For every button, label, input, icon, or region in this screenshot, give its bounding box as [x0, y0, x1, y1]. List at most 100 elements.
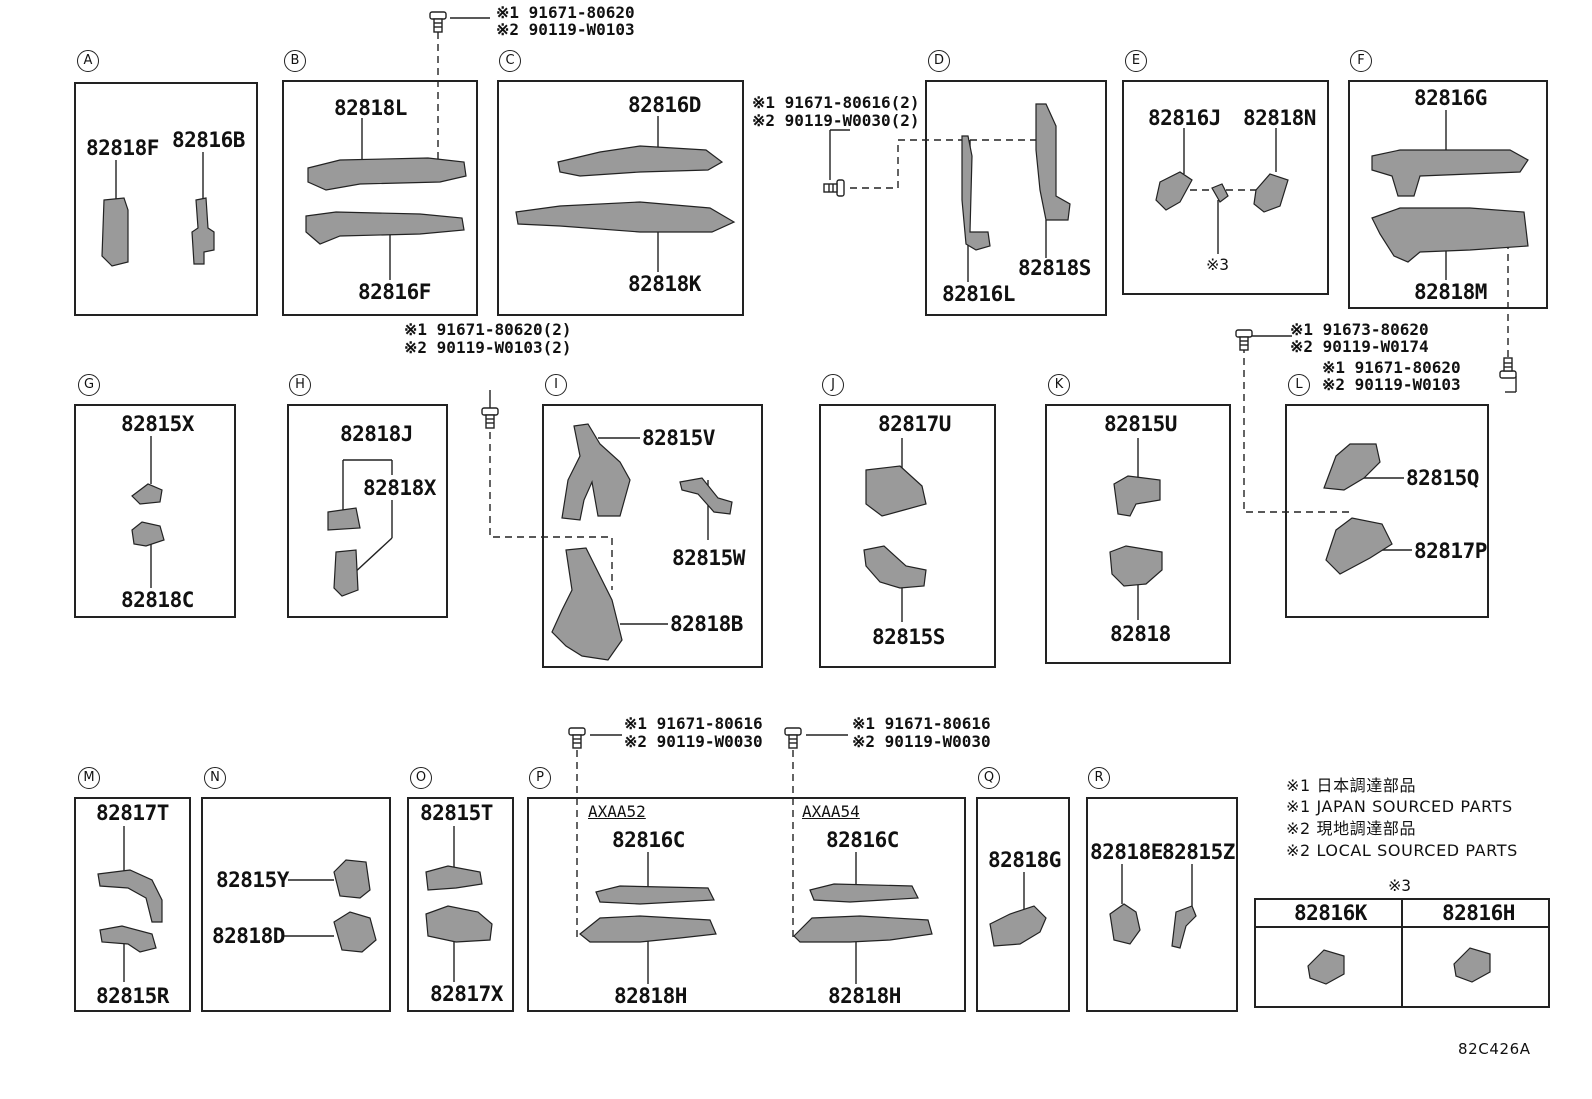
- legend-line: ※2 現地調達部品: [1286, 819, 1417, 838]
- section-box-r: [1086, 797, 1238, 1012]
- section-box-p: [527, 797, 966, 1012]
- note-3-part-label: 82816K: [1294, 901, 1367, 925]
- part-label: 82818D: [212, 924, 285, 948]
- section-box-d: [925, 80, 1107, 316]
- bolt-note: ※2 90119-W0103(2): [404, 338, 572, 357]
- section-box-m: [74, 797, 191, 1012]
- part-label: 82818G: [988, 848, 1061, 872]
- part-label: 82818X: [363, 476, 436, 500]
- part-label: 82816F: [358, 280, 431, 304]
- section-label-l: L: [1288, 374, 1310, 396]
- part-label: 82815W: [672, 546, 745, 570]
- part-label: 82817U: [878, 412, 951, 436]
- part-label: 82818F: [86, 136, 159, 160]
- section-box-b: [282, 80, 478, 316]
- note-3-table-divider: [1401, 898, 1403, 1008]
- section-label-m: M: [78, 767, 100, 789]
- section-label-n: N: [204, 767, 226, 789]
- part-label: 82817P: [1414, 539, 1487, 563]
- diagram-code: 82C426A: [1458, 1040, 1531, 1058]
- section-label-k: K: [1048, 374, 1070, 396]
- section-label-i: I: [545, 374, 567, 396]
- bolt-note: ※1 91671-80620(2): [404, 320, 572, 339]
- part-label: 82816B: [172, 128, 245, 152]
- section-box-n: [201, 797, 391, 1012]
- part-label: 82818J: [340, 422, 413, 446]
- bolt-note: ※1 91671-80616(2): [752, 93, 920, 112]
- section-box-q: [976, 797, 1070, 1012]
- bolt-note: ※1 91671-80616: [624, 714, 763, 733]
- section-box-k: [1045, 404, 1231, 664]
- section-label-a: A: [77, 50, 99, 72]
- section-label-p: P: [529, 767, 551, 789]
- bolt-note: ※1 91671-80620: [1322, 358, 1461, 377]
- section-label-h: H: [289, 374, 311, 396]
- part-label: 82815R: [96, 984, 169, 1008]
- part-label: 82818S: [1018, 256, 1091, 280]
- part-label: 82817T: [96, 801, 169, 825]
- legend-line: ※2 LOCAL SOURCED PARTS: [1286, 841, 1518, 860]
- section-label-j: J: [822, 374, 844, 396]
- part-label: 82815Q: [1406, 466, 1479, 490]
- legend-line: ※1 JAPAN SOURCED PARTS: [1286, 797, 1513, 816]
- section-label-o: O: [410, 767, 432, 789]
- part-label: 82816G: [1414, 86, 1487, 110]
- model-code-label: AXAA54: [802, 802, 860, 821]
- bolt-note: ※1 91671-80620: [496, 3, 635, 22]
- part-label: 82816L: [942, 282, 1015, 306]
- note-3-title: ※3: [1388, 876, 1412, 895]
- section-label-b: B: [284, 50, 306, 72]
- section-label-r: R: [1088, 767, 1110, 789]
- section-box-c: [497, 80, 744, 316]
- part-label: 82815Y: [216, 868, 289, 892]
- section-label-q: Q: [978, 767, 1000, 789]
- section-box-o: [407, 797, 514, 1012]
- part-label: 82818E: [1090, 840, 1163, 864]
- section-box-e: [1122, 80, 1329, 295]
- section-box-g: [74, 404, 236, 618]
- bolt-note: ※2 90119-W0103: [1322, 375, 1461, 394]
- note-3-marker: ※3: [1206, 255, 1230, 274]
- section-box-a: [74, 82, 258, 316]
- bolt-note: ※2 90119-W0174: [1290, 337, 1429, 356]
- part-label: 82818M: [1414, 280, 1487, 304]
- bolt-note: ※1 91673-80620: [1290, 320, 1429, 339]
- part-label: 82817X: [430, 982, 503, 1006]
- part-label: 82818K: [628, 272, 701, 296]
- part-label: 82818B: [670, 612, 743, 636]
- part-label: 82818L: [334, 96, 407, 120]
- section-label-e: E: [1125, 50, 1147, 72]
- part-label: 82818C: [121, 588, 194, 612]
- part-label: 82816J: [1148, 106, 1221, 130]
- note-3-part-label: 82816H: [1442, 901, 1515, 925]
- model-code-label: AXAA52: [588, 802, 646, 821]
- part-label: 82815V: [642, 426, 715, 450]
- section-box-i: [542, 404, 763, 668]
- section-box-j: [819, 404, 996, 668]
- section-label-f: F: [1350, 50, 1372, 72]
- legend-line: ※1 日本調達部品: [1286, 776, 1417, 795]
- section-box-l: [1285, 404, 1489, 618]
- section-label-g: G: [78, 374, 100, 396]
- part-label: 82816D: [628, 93, 701, 117]
- section-box-f: [1348, 80, 1548, 309]
- bolt-note: ※2 90119-W0103: [496, 20, 635, 39]
- section-box-h: [287, 404, 448, 618]
- bolt-note: ※2 90119-W0030(2): [752, 111, 920, 130]
- part-label: 82816C: [826, 828, 899, 852]
- part-label: 82818: [1110, 622, 1171, 646]
- bolt-note: ※2 90119-W0030: [624, 732, 763, 751]
- part-label: 82815T: [420, 801, 493, 825]
- part-label: 82818N: [1243, 106, 1316, 130]
- bolt-note: ※2 90119-W0030: [852, 732, 991, 751]
- part-label: 82815S: [872, 625, 945, 649]
- section-label-d: D: [928, 50, 950, 72]
- part-label: 82815Z: [1162, 840, 1235, 864]
- part-label: 82818H: [614, 984, 687, 1008]
- part-label: 82816C: [612, 828, 685, 852]
- part-label: 82818H: [828, 984, 901, 1008]
- part-label: 82815X: [121, 412, 194, 436]
- part-label: 82815U: [1104, 412, 1177, 436]
- bolt-note: ※1 91671-80616: [852, 714, 991, 733]
